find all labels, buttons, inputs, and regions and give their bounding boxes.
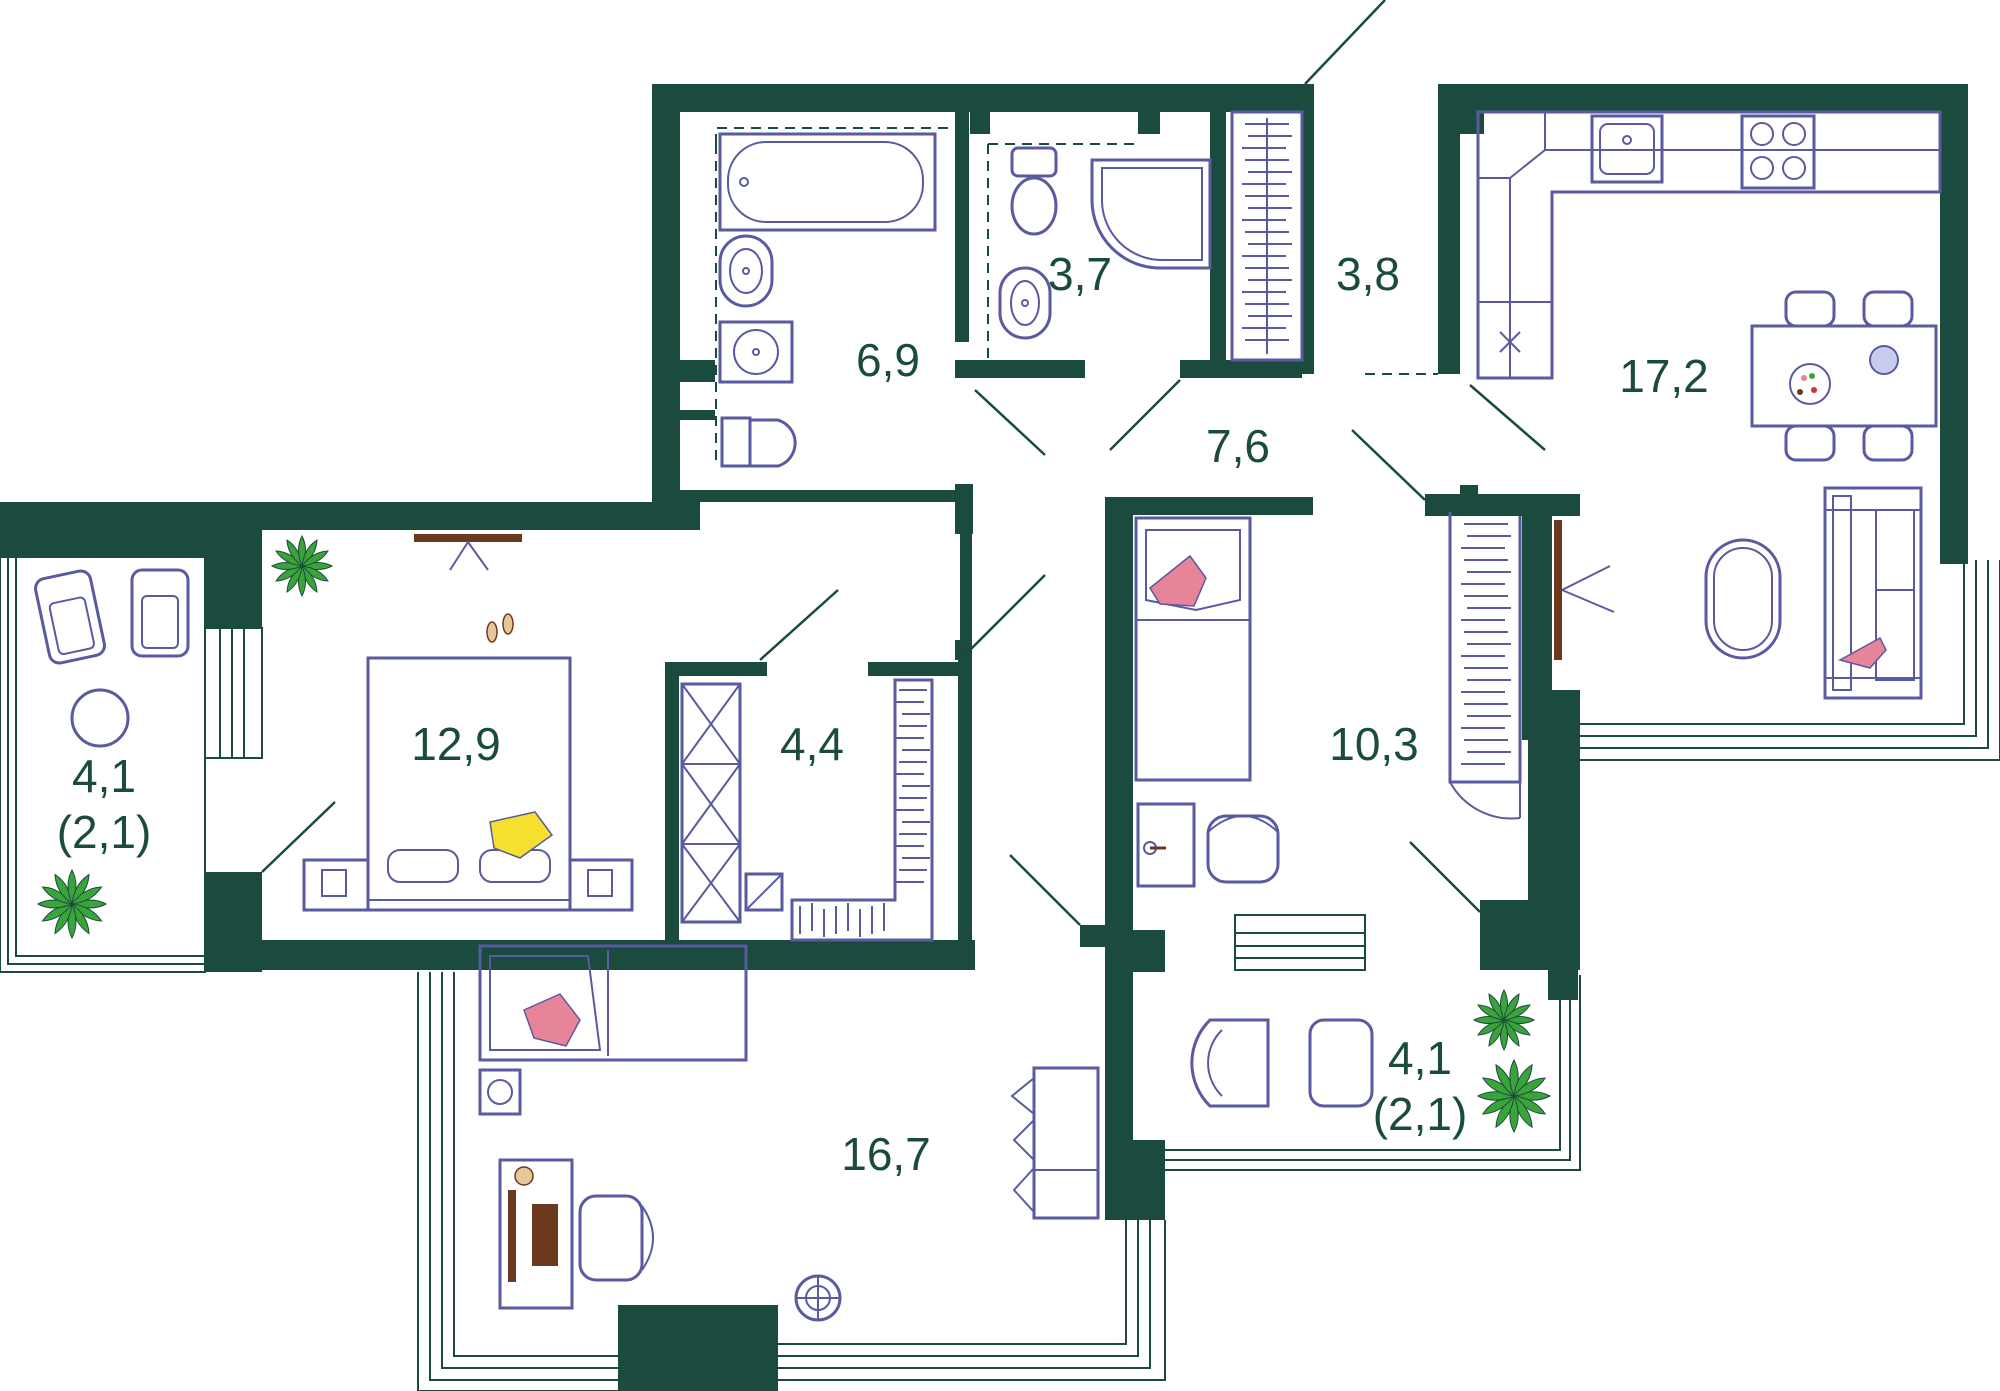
room-area-bedroom-3: 16,7	[841, 1128, 931, 1180]
plant-icon	[1472, 988, 1536, 1052]
room-area-bedroom-2: 10,3	[1329, 718, 1419, 770]
dashed-lines	[715, 127, 1438, 460]
toilet-icon	[1010, 146, 1058, 236]
shelf-icon	[1010, 1066, 1100, 1220]
bed-icon	[1134, 516, 1252, 782]
bathtub-icon	[718, 132, 937, 232]
sink-icon	[718, 234, 774, 308]
balcony-area-left: 4,1	[72, 750, 136, 802]
sink-icon	[1590, 114, 1664, 184]
door-icon	[1554, 520, 1615, 660]
room-area-bathroom: 6,9	[856, 334, 920, 386]
bed-icon	[366, 656, 572, 912]
toilet-icon	[720, 416, 797, 468]
stove-icon	[1740, 114, 1816, 190]
chair-icon	[1206, 814, 1280, 884]
slippers-icon	[486, 613, 514, 643]
balcony-reduced-area-right: (2,1)	[1373, 1088, 1468, 1140]
armchair-icon	[1190, 1018, 1374, 1108]
desk-icon	[498, 1158, 574, 1310]
table-icon	[70, 688, 130, 748]
room-area-toilet: 3,7	[1048, 248, 1112, 300]
room-area-corridor: 7,6	[1206, 420, 1270, 472]
room-area-hall-closet: 3,8	[1336, 248, 1400, 300]
chair-icon	[578, 1194, 654, 1282]
clothes-rack-icon	[790, 678, 934, 942]
vent-icon	[794, 1274, 842, 1322]
plant-icon	[270, 534, 334, 598]
sink-icon	[998, 266, 1052, 340]
desk-icon	[1136, 802, 1196, 888]
plant-icon	[36, 868, 108, 940]
nightstand-icon	[478, 1068, 522, 1116]
armchair-icon	[34, 568, 190, 665]
wardrobe-icon	[1448, 512, 1522, 820]
window-door-icon	[414, 534, 522, 571]
glazing	[0, 555, 2000, 1391]
kitchen-counter	[1476, 110, 1942, 380]
nightstand-icon	[302, 858, 634, 912]
dining-table-icon	[1750, 290, 1938, 462]
balcony-area-right: 4,1	[1388, 1032, 1452, 1084]
room-area-kitchen-living: 17,2	[1619, 350, 1709, 402]
room-area-bedroom: 12,9	[411, 718, 501, 770]
bed-icon	[478, 944, 748, 1062]
balcony-reduced-area-left: (2,1)	[57, 806, 152, 858]
room-area-wardrobe: 4,4	[780, 718, 844, 770]
rug-icon	[1704, 538, 1782, 660]
wardrobe-icon	[680, 682, 784, 924]
walls	[0, 84, 1968, 1391]
washing-machine-icon	[718, 320, 794, 384]
shower-icon	[1090, 158, 1212, 270]
doors	[261, 0, 1546, 926]
wardrobe-icon	[1230, 110, 1304, 362]
area-labels: 6,9 3,7 3,8 17,2 7,6 12,9 4,4 10,3 16,7 …	[57, 248, 1709, 1180]
sofa-icon	[1823, 486, 1923, 700]
plant-icon	[1476, 1058, 1552, 1134]
